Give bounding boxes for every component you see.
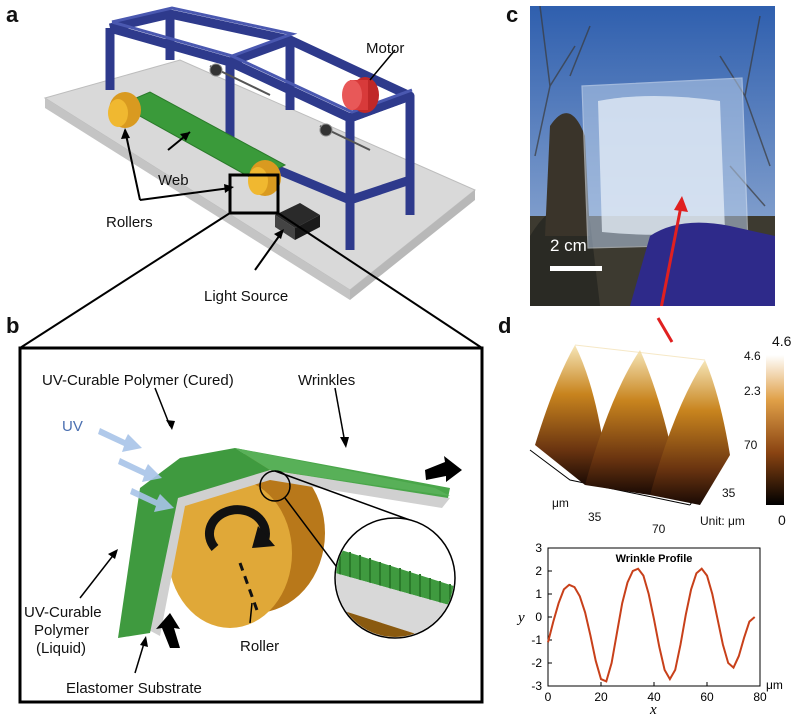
- web-belt: [118, 91, 287, 181]
- panel-letter-c: c: [506, 2, 519, 27]
- output-arrow: [425, 456, 462, 482]
- ridge-3: [650, 360, 730, 505]
- scale-bar-label: 2 cm: [550, 236, 587, 255]
- x-tick-label: 80: [753, 690, 767, 704]
- wrinkle-profile-chart: 3 2 1 0 -1 -2 -3 0 20 40 60 80 Wrinkle Profile y x…: [516, 541, 783, 716]
- y-axis-label: y: [516, 610, 525, 626]
- x-tick-label: 40: [647, 690, 661, 704]
- colorbar-min: 0: [778, 512, 786, 528]
- x-tick-label: 0: [545, 690, 552, 704]
- light-source-label: Light Source: [204, 288, 289, 305]
- x-tick-label: 20: [594, 690, 608, 704]
- y-tick-label: 1: [535, 587, 542, 601]
- x-axis-unit: μm: [766, 678, 783, 692]
- wrinkles-label: Wrinkles: [298, 372, 356, 389]
- motor: [342, 77, 379, 113]
- substrate-label: Elastomer Substrate: [66, 680, 202, 697]
- chart-title: Wrinkle Profile: [616, 553, 693, 565]
- sample-photo: 2 cm: [530, 6, 775, 306]
- machine-illustration: [43, 6, 476, 300]
- zoom-box: [228, 173, 280, 215]
- colorbar-max: 4.6: [772, 333, 792, 349]
- x-unit-3d: μm: [552, 496, 569, 510]
- liquid-polymer-label-1: UV-Curable: [24, 604, 102, 621]
- y-tick-label: -3: [531, 679, 542, 693]
- motor-label: Motor: [366, 40, 405, 57]
- x-tick-35: 35: [588, 510, 602, 524]
- polymer-film: [118, 448, 270, 638]
- x-axis-label: x: [649, 702, 657, 716]
- uv-label: UV: [62, 418, 83, 435]
- x-tick-label: 60: [700, 690, 714, 704]
- process-schematic: [18, 346, 484, 704]
- cured-polymer-label: UV-Curable Polymer (Cured): [42, 372, 234, 389]
- uv-arrows: [98, 428, 174, 512]
- liquid-polymer-label-2: Polymer: [34, 622, 90, 639]
- x-tick-70: 70: [652, 522, 666, 536]
- y-tick-35: 35: [722, 486, 736, 500]
- roller-left: [108, 92, 141, 128]
- ridge-2: [585, 350, 675, 495]
- y-tick-label: -2: [531, 656, 542, 670]
- unit-label: Unit: μm: [700, 514, 745, 528]
- light-source: [275, 203, 320, 240]
- input-arrow: [156, 613, 180, 648]
- panel-letter-a: a: [6, 2, 19, 27]
- web-label: Web: [158, 172, 189, 189]
- panel-letter-b: b: [6, 313, 20, 338]
- liquid-polymer-label-3: (Liquid): [36, 640, 87, 657]
- panel-letter-d: d: [498, 313, 512, 338]
- wrinkle-surface-3d: [529, 344, 784, 506]
- z-tick-mid: 2.3: [744, 384, 761, 398]
- colorbar: [766, 355, 784, 505]
- roller-label: Roller: [240, 638, 280, 655]
- y-tick-label: 0: [535, 610, 542, 624]
- rollers-label: Rollers: [106, 214, 153, 231]
- frame: [105, 9, 415, 250]
- z-tick-top: 4.6: [744, 349, 761, 363]
- profile-line: [547, 567, 756, 683]
- y-tick-label: -1: [531, 633, 542, 647]
- y-tick-70: 70: [744, 438, 758, 452]
- y-tick-label: 3: [535, 541, 542, 555]
- ridge-1: [535, 345, 605, 485]
- y-tick-label: 2: [535, 564, 542, 578]
